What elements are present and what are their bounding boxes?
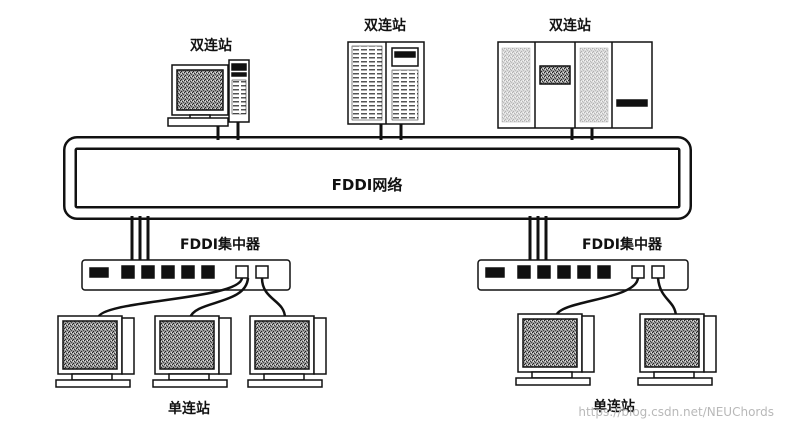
concentrator-right <box>477 259 689 291</box>
label-concentrator-left: FDDI集中器 <box>180 236 261 253</box>
concentrator-left <box>81 259 291 291</box>
label-concentrator-right: FDDI集中器 <box>582 236 663 253</box>
label-dual-station-3: 双连站 <box>549 17 591 34</box>
single-station-left-2 <box>152 315 232 388</box>
dual-station-3-mainframe <box>497 41 653 129</box>
single-station-right-2 <box>637 313 717 386</box>
single-station-left-1 <box>55 315 135 388</box>
dual-station-1-computer <box>167 59 250 127</box>
single-station-right-1 <box>515 313 595 386</box>
label-single-station-left: 单连站 <box>168 400 210 417</box>
dual-station-2-server <box>347 41 425 125</box>
label-single-station-right: 单连站 <box>593 398 635 415</box>
watermark-text: https://blog.csdn.net/NEUChords <box>578 405 774 419</box>
single-station-left-3 <box>247 315 327 388</box>
label-dual-station-2: 双连站 <box>364 17 406 34</box>
concentrator-uplinks <box>130 216 548 260</box>
fddi-ring <box>63 136 692 220</box>
label-fddi-network: FDDI网络 <box>332 176 403 194</box>
single-station-cables <box>96 277 678 319</box>
label-dual-station-1: 双连站 <box>190 37 232 54</box>
